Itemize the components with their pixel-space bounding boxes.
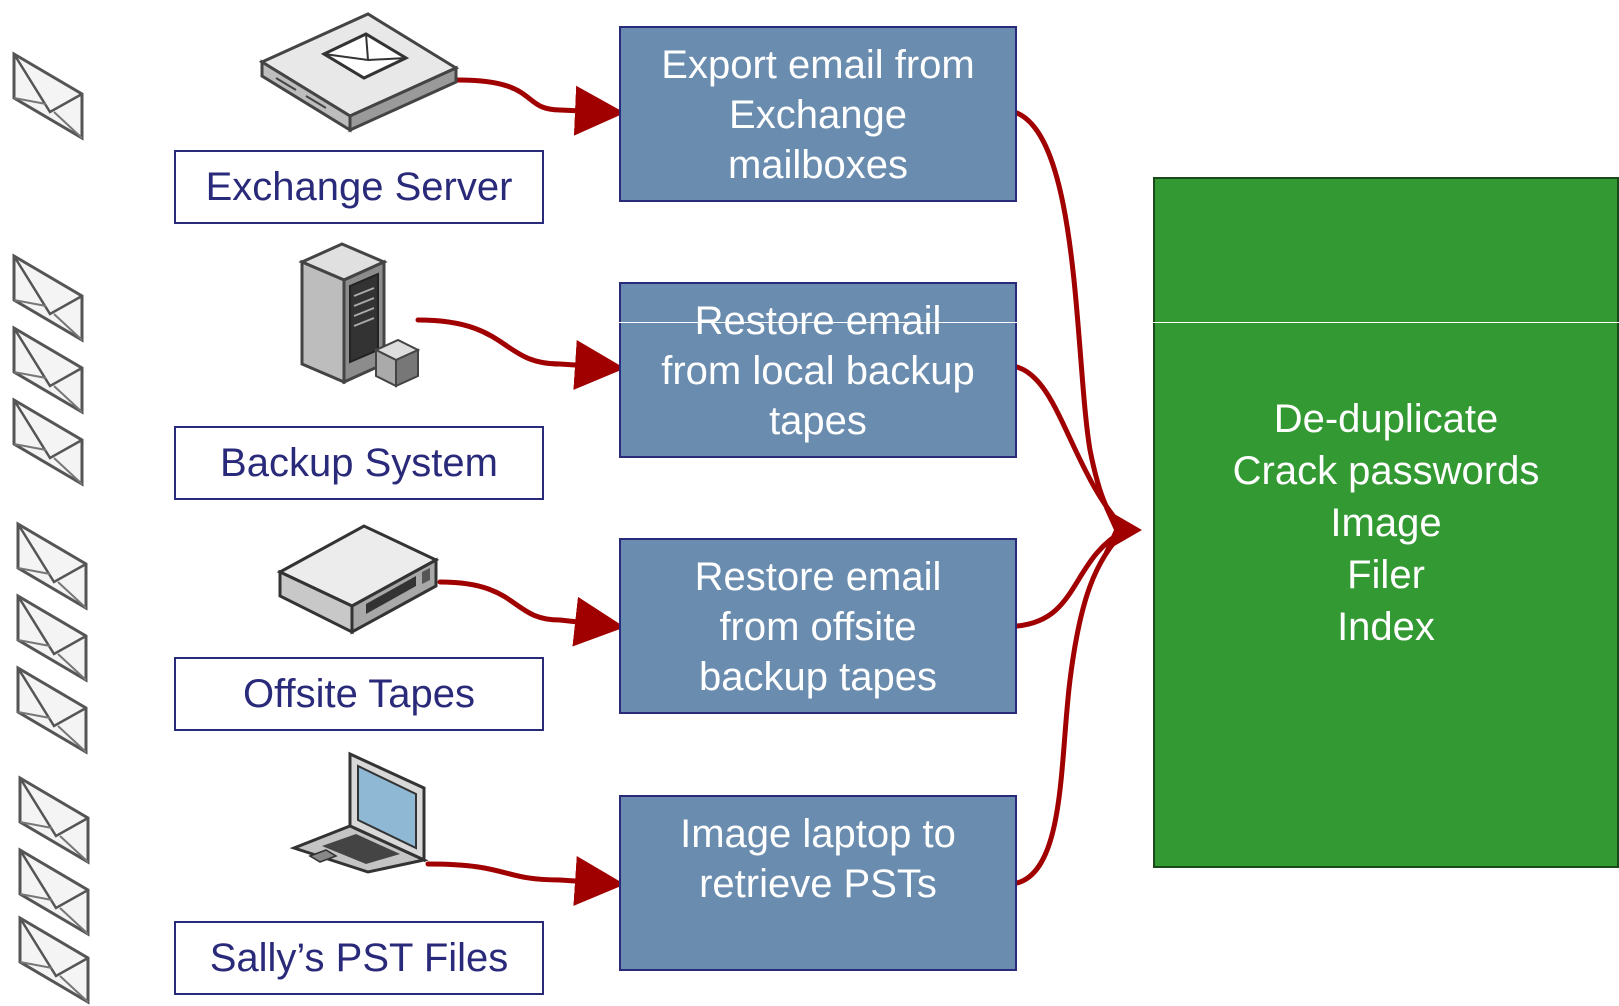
step-line: Restore email <box>694 299 942 343</box>
wire-image-laptop-to-result <box>1014 527 1128 886</box>
envelope-icon <box>12 253 84 343</box>
result-line-filer: Filer <box>1347 552 1425 597</box>
tape-drive-icon <box>276 524 440 635</box>
step-line: from offsite <box>719 605 917 649</box>
source-label-offsite-tapes: Offsite Tapes <box>174 657 544 731</box>
wire-exchange-to-export <box>455 77 625 136</box>
step-line: Image laptop to <box>680 812 956 856</box>
step-line: mailboxes <box>727 143 909 187</box>
wire-backup-to-restore-local <box>415 317 625 390</box>
step-line: tapes <box>769 399 867 443</box>
envelope-icon <box>16 521 88 611</box>
source-label-pst-files: Sally’s PST Files <box>174 921 544 995</box>
result-line-image: Image <box>1330 500 1442 545</box>
wire-restore-offsite-to-result <box>1014 527 1128 629</box>
step-line: Exchange <box>729 93 907 137</box>
step-line: Restore email <box>694 555 942 599</box>
tower-server-icon <box>298 242 421 388</box>
divider-line <box>1153 322 1619 323</box>
wire-offsite-to-restore-offsite <box>437 579 625 647</box>
envelope-icon <box>16 665 88 755</box>
result-line-index: Index <box>1337 604 1435 649</box>
result-arrowhead <box>1104 508 1142 552</box>
result-line-crack-passwords: Crack passwords <box>1232 448 1540 493</box>
step-box-restore-offsite: Restore email from offsite backup tapes <box>619 538 1017 714</box>
result-line-deduplicate: De-duplicate <box>1273 396 1499 441</box>
envelope-icon <box>12 325 84 415</box>
envelope-icon <box>12 51 84 141</box>
envelope-icon <box>18 775 90 865</box>
source-label-backup-system: Backup System <box>174 426 544 500</box>
step-box-restore-local: Restore email from local backup tapes <box>619 282 1017 458</box>
laptop-icon <box>290 751 429 874</box>
envelope-icon <box>18 915 90 1005</box>
envelope-icon <box>12 397 84 487</box>
rack-server-icon <box>258 12 460 133</box>
result-box: De-duplicate Crack passwords Image Filer… <box>1153 177 1619 868</box>
step-line: Export email from <box>661 43 975 87</box>
step-line: from local backup <box>661 349 975 393</box>
envelope-icon <box>18 847 90 937</box>
step-line: retrieve PSTs <box>699 862 937 906</box>
wire-laptop-to-image-laptop <box>425 856 625 906</box>
wire-export-to-result <box>1014 110 1128 533</box>
wire-restore-local-to-result <box>1014 364 1128 533</box>
source-label-exchange-server: Exchange Server <box>174 150 544 224</box>
step-box-image-laptop: Image laptop to retrieve PSTs <box>619 795 1017 971</box>
step-box-export-email: Export email from Exchange mailboxes <box>619 26 1017 202</box>
divider-line <box>619 322 1017 323</box>
step-line: backup tapes <box>699 655 937 699</box>
envelope-icon <box>16 593 88 683</box>
